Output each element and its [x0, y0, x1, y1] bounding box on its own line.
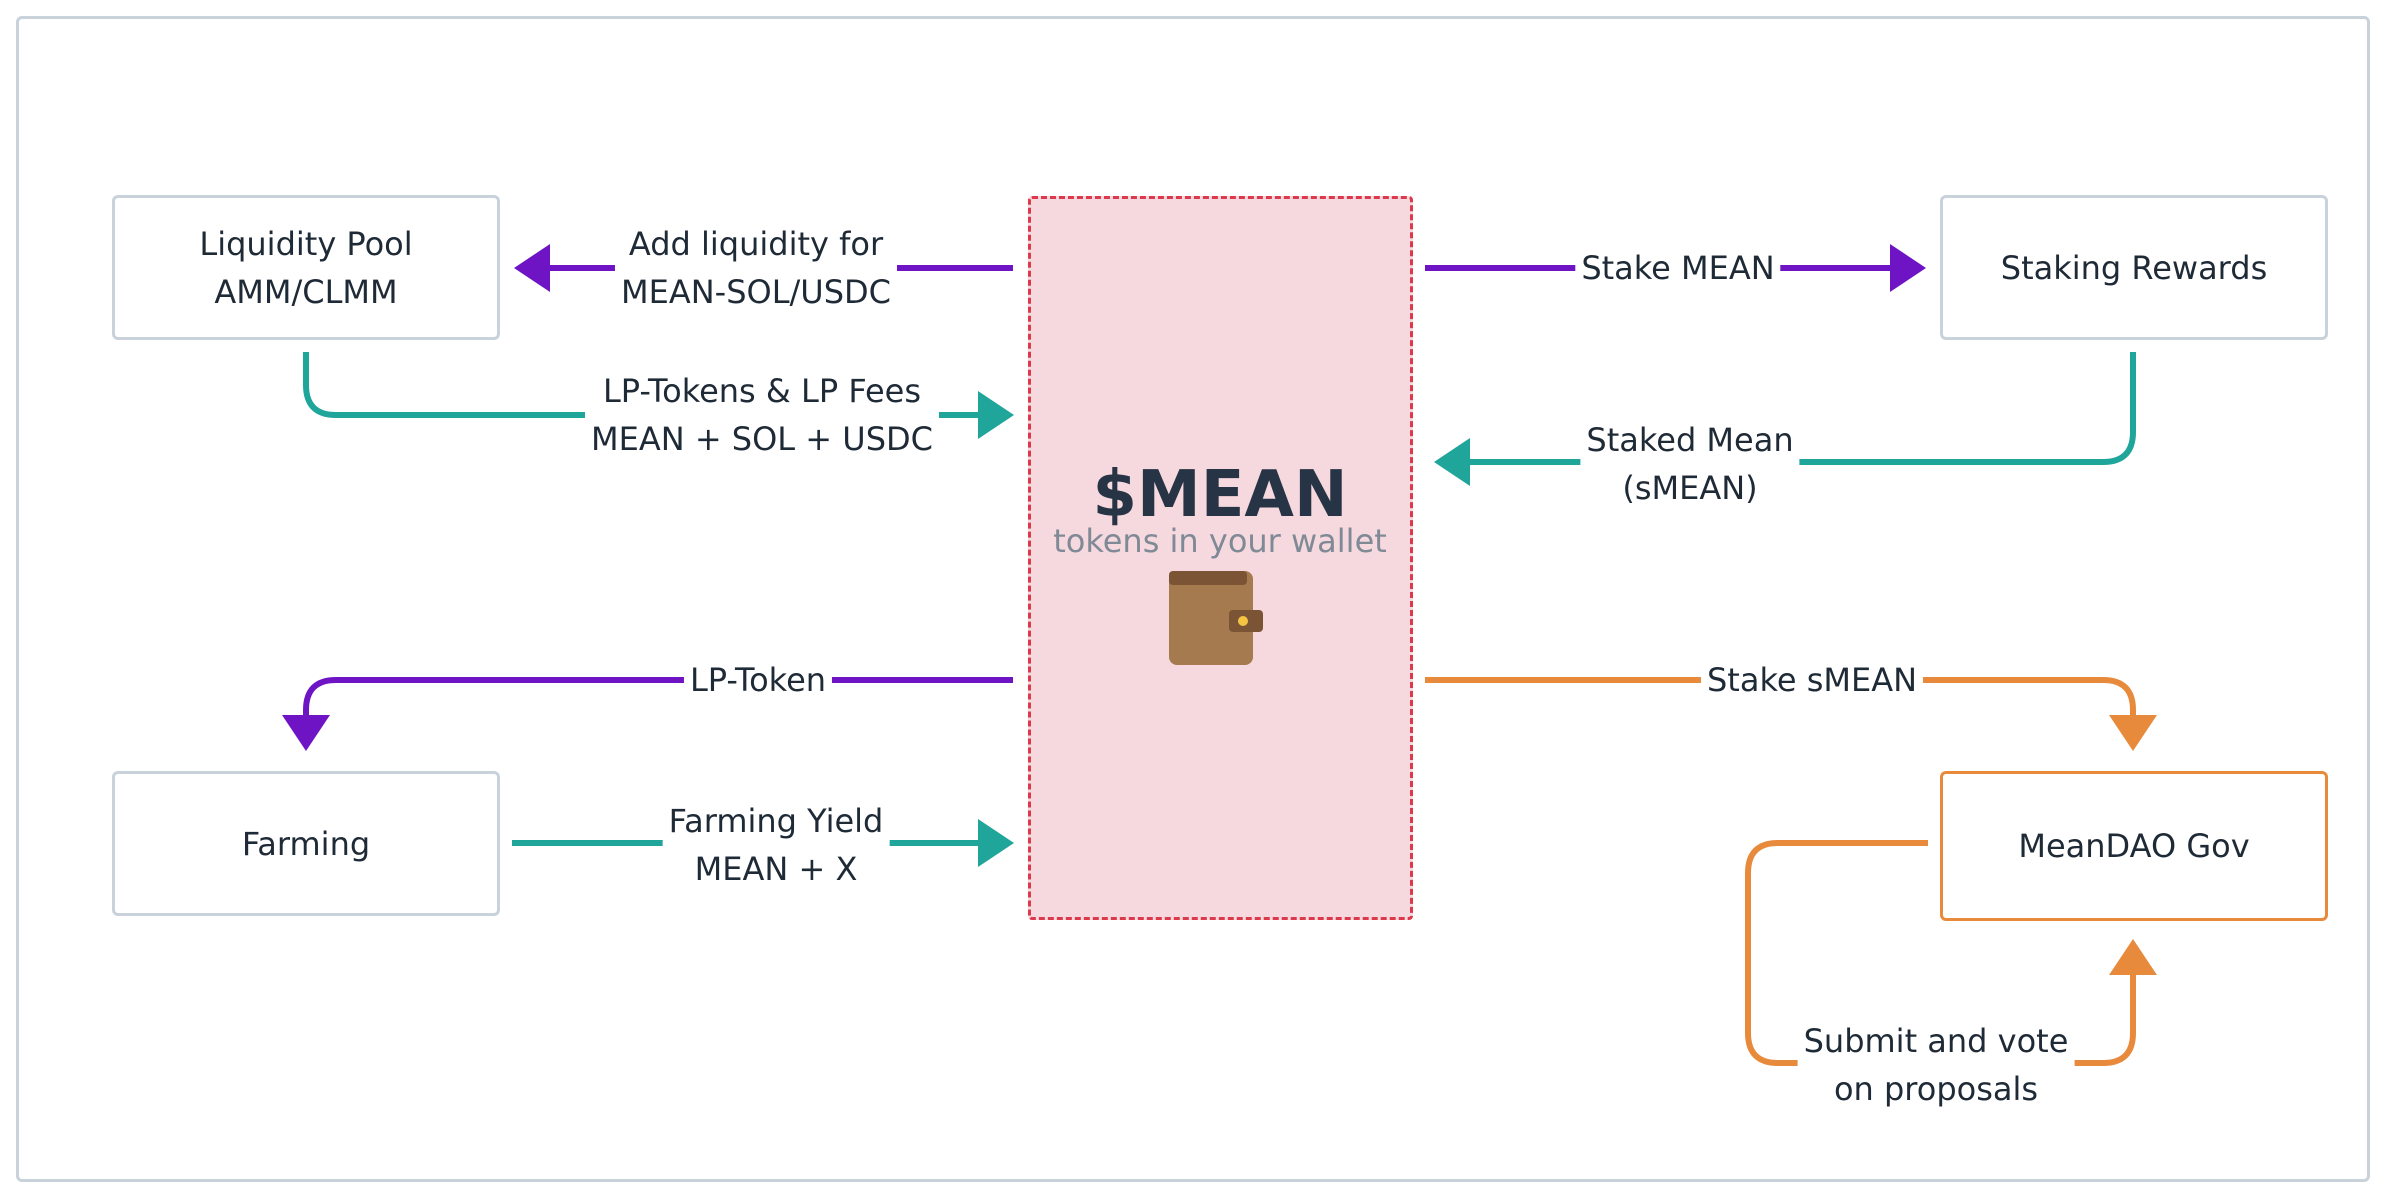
edge-label-add-liquidity: Add liquidity for MEAN-SOL/USDC: [614, 220, 898, 316]
edge-label-staked-mean-line1: Staked Mean: [1586, 421, 1794, 459]
node-farming-title: Farming: [241, 824, 371, 863]
edge-label-submit-vote-line2: on proposals: [1833, 1070, 2039, 1108]
diagram-frame: [16, 16, 2370, 1182]
node-meandao-gov: MeanDAO Gov: [1940, 771, 2328, 921]
node-farming: Farming: [112, 771, 500, 916]
edge-label-lp-tokens-line2: MEAN + SOL + USDC: [590, 420, 934, 458]
edge-submit-vote: [1745, 840, 2157, 1066]
edge-label-staked-mean: Staked Mean (sMEAN): [1580, 416, 1800, 512]
edge-lp-tokens: [303, 352, 1014, 439]
edge-stake-smean: [1425, 677, 2157, 751]
node-staking-rewards: Staking Rewards: [1940, 195, 2328, 340]
node-liquidity-pool-subtitle: AMM/CLMM: [214, 272, 398, 311]
edge-label-lp-tokens: LP-Tokens & LP Fees MEAN + SOL + USDC: [584, 367, 940, 463]
edge-label-add-liquidity-line1: Add liquidity for: [628, 225, 884, 263]
edge-label-staked-mean-line2: (sMEAN): [1622, 469, 1758, 507]
edge-lp-token: [282, 677, 1013, 751]
edge-label-submit-vote: Submit and vote on proposals: [1797, 1017, 2075, 1113]
center-subtitle: tokens in your wallet: [1053, 522, 1387, 560]
edge-label-farming-yield-line1: Farming Yield: [668, 802, 884, 840]
edge-label-lp-token-line1: LP-Token: [689, 661, 827, 699]
edge-label-stake-smean-line1: Stake sMEAN: [1706, 661, 1918, 699]
node-meandao-gov-title: MeanDAO Gov: [2018, 827, 2250, 865]
wallet-icon: [1169, 571, 1263, 665]
node-staking-rewards-title: Staking Rewards: [2000, 248, 2268, 287]
edge-label-farming-yield: Farming Yield MEAN + X: [662, 797, 890, 893]
edge-staked-mean: [1434, 352, 2136, 486]
edge-label-farming-yield-line2: MEAN + X: [694, 850, 858, 888]
node-liquidity-pool-title: Liquidity Pool: [199, 224, 413, 263]
edge-label-add-liquidity-line2: MEAN-SOL/USDC: [620, 273, 892, 311]
edge-label-lp-tokens-line1: LP-Tokens & LP Fees: [602, 372, 922, 410]
center-title: $MEAN: [1092, 458, 1348, 532]
edge-label-stake-smean: Stake sMEAN: [1700, 656, 1924, 704]
edge-label-stake-mean: Stake MEAN: [1575, 244, 1781, 292]
edge-label-lp-token: LP-Token: [683, 656, 833, 704]
edge-label-stake-mean-line1: Stake MEAN: [1581, 249, 1775, 287]
edge-label-submit-vote-line1: Submit and vote: [1803, 1022, 2069, 1060]
node-liquidity-pool: Liquidity Pool AMM/CLMM: [112, 195, 500, 340]
center-wallet-block: [1028, 196, 1413, 920]
